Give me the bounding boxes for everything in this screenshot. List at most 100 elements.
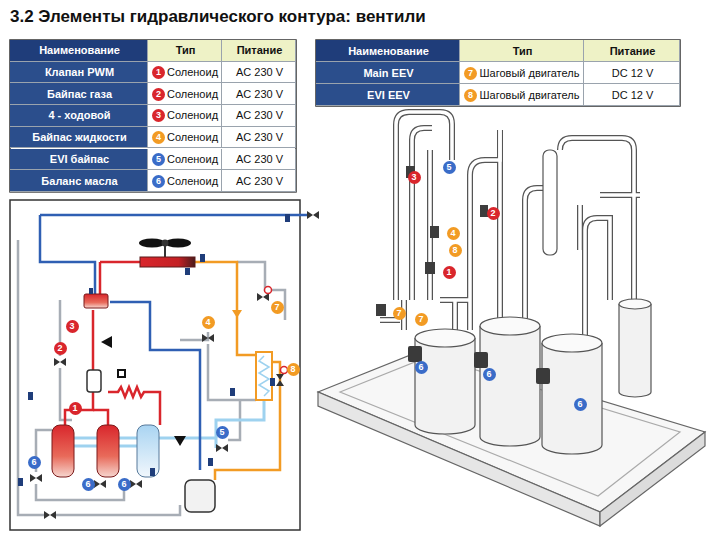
table-row-name: EVI EEV <box>316 84 460 106</box>
callout-text: 3 <box>411 172 416 182</box>
check-valve-symbol <box>232 310 242 318</box>
sensor-symbol <box>200 254 205 262</box>
callout-text: 7 <box>396 308 401 318</box>
callout-text: 7 <box>468 68 473 78</box>
valve-symbol <box>44 511 56 519</box>
oil-separator <box>87 370 125 392</box>
compressor <box>52 425 159 477</box>
callout-number: 5 <box>152 153 165 166</box>
callout-number: 3 <box>408 171 421 184</box>
callout-text: 6 <box>418 362 423 372</box>
grey-pipe <box>237 262 285 320</box>
callout-number: 2 <box>152 88 165 101</box>
evi-pipe <box>216 400 264 438</box>
oil-separator <box>118 370 125 377</box>
heat-exchanger <box>256 352 272 400</box>
valve-symbol <box>216 444 228 452</box>
grey-pipe <box>18 240 44 515</box>
table-row-name: Байпас газа <box>10 83 148 105</box>
cell-text: Питание <box>237 44 283 56</box>
receiver-3d <box>619 299 651 309</box>
fan-symbol <box>139 239 165 248</box>
cell-text: Соленоид <box>167 153 218 165</box>
valve-body <box>376 166 488 316</box>
suction-pipe <box>40 214 307 217</box>
callout-number: 6 <box>574 398 587 411</box>
table-header: Наименование <box>10 40 148 62</box>
callout-number: 7 <box>271 301 284 314</box>
callout-text: 5 <box>156 154 161 164</box>
callout-number: 8 <box>449 244 462 257</box>
compressor-3d <box>480 326 540 446</box>
valve-symbol <box>94 480 106 488</box>
terminal-box <box>408 346 550 384</box>
callout-text: 8 <box>452 245 457 255</box>
discharge-pipe <box>108 387 160 425</box>
liquid-pipe <box>195 262 280 480</box>
compressor <box>52 425 74 477</box>
callout-text: 7 <box>274 302 279 312</box>
fan-symbol <box>139 239 191 258</box>
four-way-valve <box>89 288 93 294</box>
terminal-box <box>408 346 422 362</box>
sensor-symbol <box>270 378 275 386</box>
cell-text: Соленоид <box>167 88 218 100</box>
table-cell: AC 230 V <box>222 105 296 127</box>
table-cell: Шаговый двигатель <box>460 84 584 106</box>
table-cell: AC 230 V <box>222 83 296 105</box>
callout-text: 4 <box>156 132 161 142</box>
table-row-name: Баланс масла <box>10 170 148 192</box>
table-row-name: Байпас жидкости <box>10 127 148 149</box>
cell-text: Байпас жидкости <box>32 131 126 143</box>
valve-body <box>425 262 435 274</box>
cell-text: Тип <box>176 44 196 56</box>
valve-symbol <box>307 211 319 219</box>
terminal-box <box>474 352 488 368</box>
table-cell: DC 12 V <box>584 62 680 84</box>
cell-text: AC 230 V <box>236 88 283 100</box>
table-row-name: EVI байпас <box>10 149 148 171</box>
condenser-coil <box>185 268 190 275</box>
callout-number: 3 <box>66 320 79 333</box>
discharge-pipe <box>65 392 93 425</box>
discharge-pipe <box>65 262 160 425</box>
compressor <box>97 425 119 477</box>
callout-number: 4 <box>202 316 215 329</box>
callout-text: 3 <box>156 110 161 120</box>
compressor-3d <box>415 317 602 454</box>
receiver-3d <box>619 304 651 397</box>
eev-motor <box>265 287 272 294</box>
liquid-receiver <box>185 480 215 512</box>
check-valve-symbol <box>174 436 186 446</box>
callout-text: 6 <box>156 176 161 186</box>
cell-text: Шаговый двигатель <box>480 89 580 101</box>
fan-symbol <box>162 240 169 247</box>
cell-text: Тип <box>513 45 533 57</box>
callout-number: 6 <box>152 175 165 188</box>
cell-text: AC 230 V <box>236 153 283 165</box>
receiver-3d <box>619 299 651 397</box>
accumulator <box>543 150 557 255</box>
sensor-symbol <box>18 214 290 486</box>
callout-text: 1 <box>72 403 77 413</box>
table-header: Тип <box>148 40 222 62</box>
table-row-name: Клапан PWM <box>10 62 148 84</box>
table-header: Питание <box>584 40 680 62</box>
pipework <box>380 112 640 340</box>
callout-number: 5 <box>443 161 456 174</box>
compressor-3d <box>415 329 475 347</box>
compressor-3d <box>415 338 475 434</box>
discharge-pipe <box>93 410 108 425</box>
callout-number: 5 <box>216 426 229 439</box>
table-cell: AC 230 V <box>222 127 296 149</box>
condenser-coil <box>140 257 195 267</box>
cell-text: DC 12 V <box>612 89 654 101</box>
callout-text: 6 <box>85 479 90 489</box>
heat-exchanger <box>259 356 269 396</box>
cell-text: AC 230 V <box>236 66 283 78</box>
grey-pipe <box>18 240 285 515</box>
compressor <box>137 425 159 477</box>
cell-text: Соленоид <box>167 66 218 78</box>
table-cell: AC 230 V <box>222 149 296 171</box>
table-cell: AC 230 V <box>222 170 296 192</box>
